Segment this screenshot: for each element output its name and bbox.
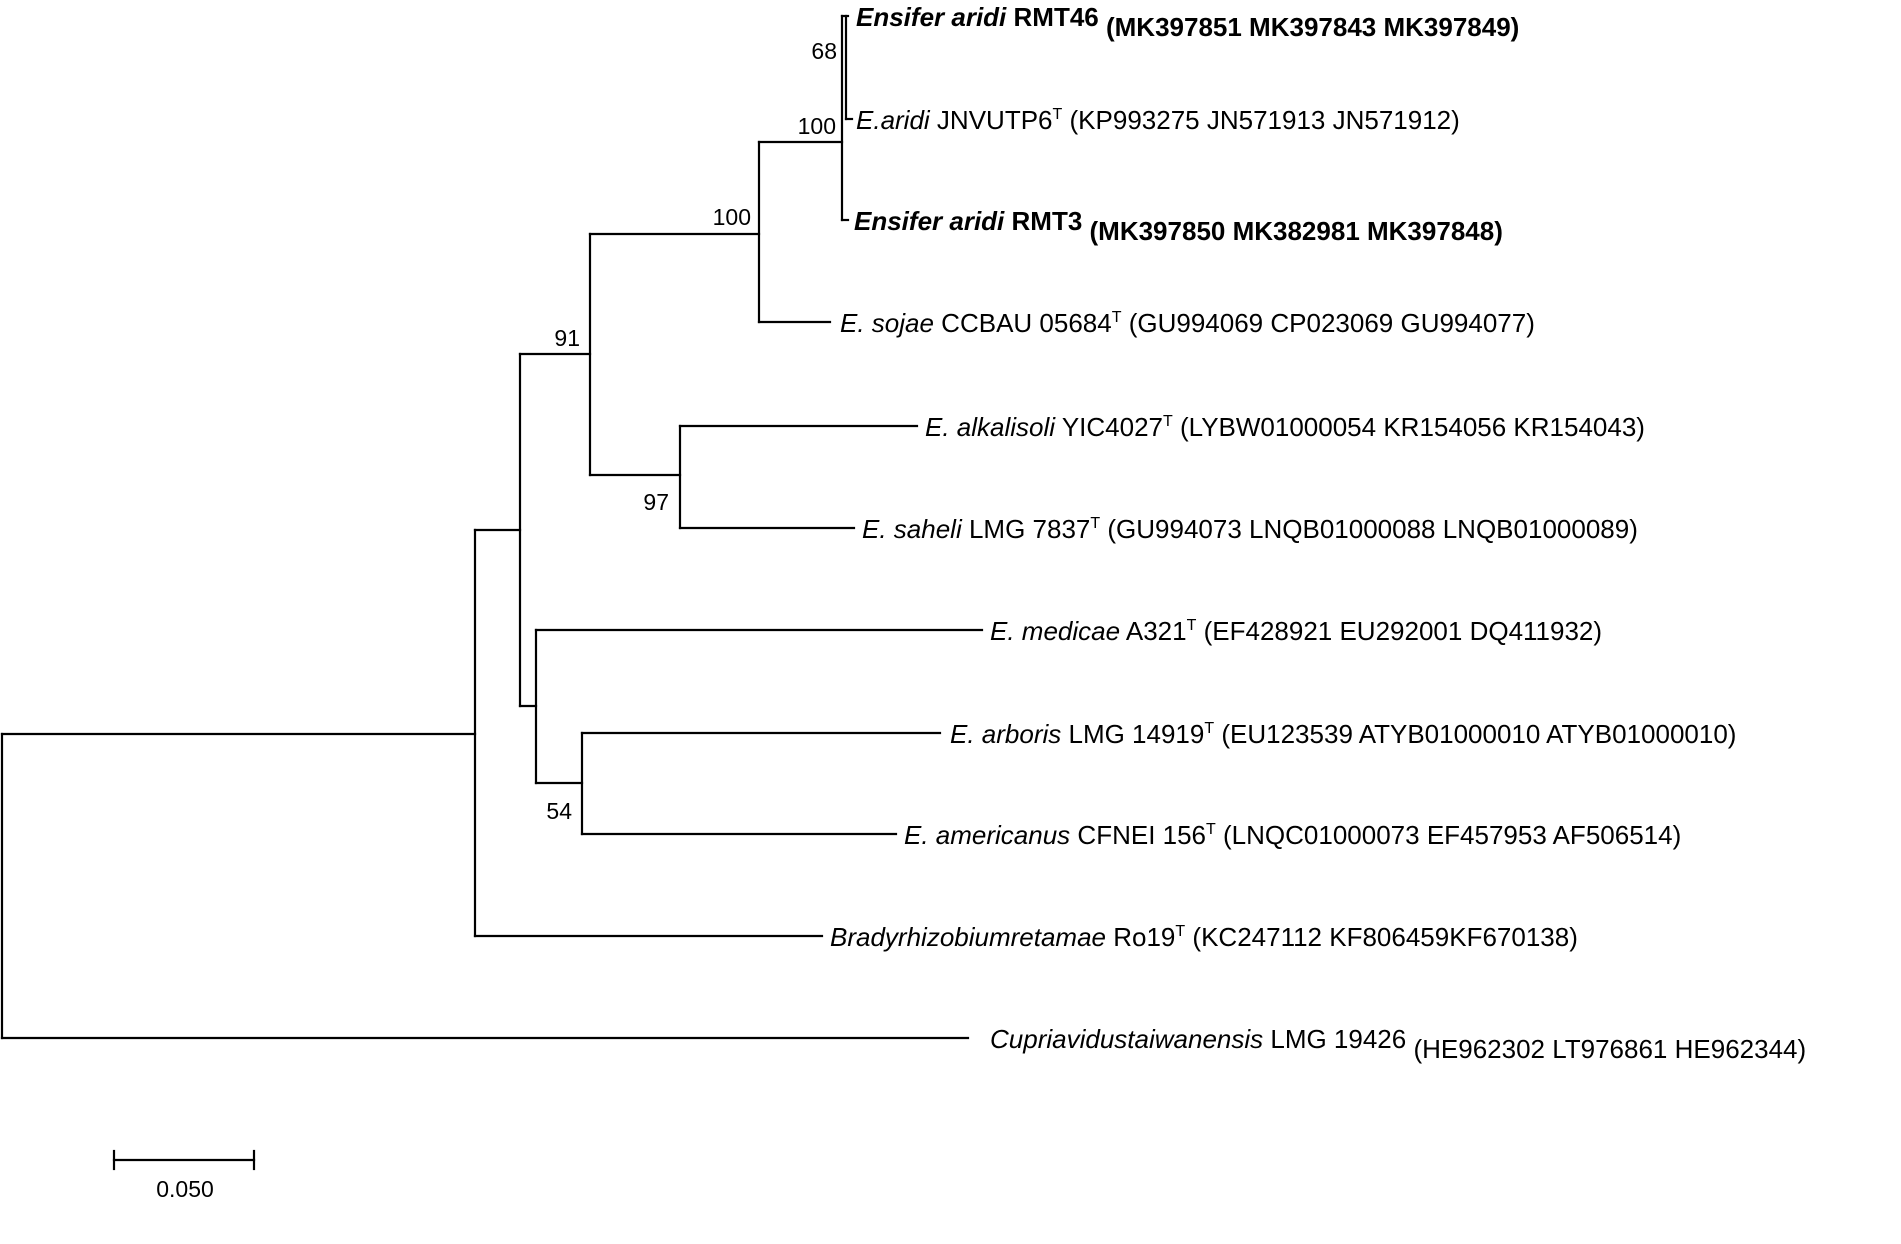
taxon-species: E. arboris <box>950 719 1061 749</box>
taxon-label-arboris: E. arboris LMG 14919T (EU123539 ATYB0100… <box>950 719 1736 749</box>
taxon-labels: Ensifer aridi RMT46 (MK397851 MK397843 M… <box>830 2 1806 1064</box>
taxon-type-mark: T <box>1187 617 1197 634</box>
taxon-species: E.aridi <box>856 105 931 135</box>
taxon-accessions: (KC247112 KF806459KF670138) <box>1185 922 1578 952</box>
taxon-accessions: (HE962302 LT976861 HE962344) <box>1406 1034 1806 1064</box>
taxon-accessions: (LNQC01000073 EF457953 AF506514) <box>1216 820 1681 850</box>
taxon-accessions: (GU994069 CP023069 GU994077) <box>1122 308 1535 338</box>
taxon-species: Ensifer aridi <box>856 2 1007 32</box>
taxon-label-americanus: E. americanus CFNEI 156T (LNQC01000073 E… <box>904 820 1681 850</box>
bootstrap-54: 54 <box>546 798 572 824</box>
tree-branches <box>0 14 984 1040</box>
bootstrap-97: 97 <box>643 489 669 515</box>
taxon-strain: JNVUTP6 <box>930 105 1053 135</box>
taxon-strain: CFNEI 156 <box>1070 820 1206 850</box>
taxon-type-mark: T <box>1053 106 1063 123</box>
taxon-label-jnvutp6: E.aridi JNVUTP6T (KP993275 JN571913 JN57… <box>856 105 1460 135</box>
taxon-strain: LMG 14919 <box>1061 719 1204 749</box>
taxon-strain: YIC4027 <box>1055 412 1163 442</box>
bootstrap-68: 68 <box>811 38 837 64</box>
scale-bar-label: 0.050 <box>156 1176 214 1202</box>
taxon-species: Cupriavidustaiwanensis <box>990 1024 1263 1054</box>
taxon-accessions: (LYBW01000054 KR154056 KR154043) <box>1173 412 1645 442</box>
bootstrap-91: 91 <box>554 325 580 351</box>
taxon-species: E. saheli <box>862 514 963 544</box>
taxon-species: E. medicae <box>990 616 1120 646</box>
taxon-label-sojae: E. sojae CCBAU 05684T (GU994069 CP023069… <box>840 308 1535 338</box>
taxon-accessions: (KP993275 JN571913 JN571912) <box>1062 105 1460 135</box>
bootstrap-values: 68 100 100 91 97 54 <box>546 38 837 824</box>
bootstrap-100-aridi: 100 <box>798 113 836 139</box>
taxon-type-mark: T <box>1204 720 1214 737</box>
taxon-species: Bradyrhizobiumretamae <box>830 922 1106 952</box>
taxon-label-cupriavidus: Cupriavidustaiwanensis LMG 19426 (HE9623… <box>990 1024 1806 1064</box>
taxon-label-rmt3: Ensifer aridi RMT3 (MK397850 MK382981 MK… <box>854 206 1503 246</box>
taxon-label-medicae: E. medicae A321T (EF428921 EU292001 DQ41… <box>990 616 1602 646</box>
scale-bar: 0.050 <box>112 1149 256 1202</box>
taxon-label-retamae: Bradyrhizobiumretamae Ro19T (KC247112 KF… <box>830 922 1578 952</box>
taxon-accessions: (GU994073 LNQB01000088 LNQB01000089) <box>1100 514 1638 544</box>
taxon-type-mark: T <box>1112 309 1122 326</box>
taxon-accessions: (EF428921 EU292001 DQ411932) <box>1196 616 1602 646</box>
taxon-strain: LMG 7837 <box>962 514 1091 544</box>
taxon-accessions: (MK397850 MK382981 MK397848) <box>1082 216 1503 246</box>
taxon-strain: Ro19 <box>1106 922 1175 952</box>
taxon-label-alkalisoli: E. alkalisoli YIC4027T (LYBW01000054 KR1… <box>925 412 1645 442</box>
bootstrap-100-outer: 100 <box>713 204 751 230</box>
taxon-label-rmt46: Ensifer aridi RMT46 (MK397851 MK397843 M… <box>856 2 1519 42</box>
taxon-strain: A321 <box>1120 616 1187 646</box>
taxon-species: E. americanus <box>904 820 1070 850</box>
taxon-species: E. alkalisoli <box>925 412 1056 442</box>
taxon-accessions: (EU123539 ATYB01000010 ATYB01000010) <box>1214 719 1736 749</box>
taxon-label-saheli: E. saheli LMG 7837T (GU994073 LNQB010000… <box>862 514 1638 544</box>
taxon-accessions: (MK397851 MK397843 MK397849) <box>1099 12 1520 42</box>
taxon-type-mark: T <box>1163 413 1173 430</box>
taxon-strain: RMT3 <box>1004 206 1082 236</box>
taxon-strain: RMT46 <box>1006 2 1098 32</box>
taxon-species: Ensifer aridi <box>854 206 1005 236</box>
taxon-type-mark: T <box>1206 821 1216 838</box>
taxon-type-mark: T <box>1175 923 1185 940</box>
taxon-species: E. sojae <box>840 308 934 338</box>
taxon-type-mark: T <box>1090 515 1100 532</box>
taxon-strain: CCBAU 05684 <box>934 308 1112 338</box>
taxon-strain: LMG 19426 <box>1263 1024 1406 1054</box>
